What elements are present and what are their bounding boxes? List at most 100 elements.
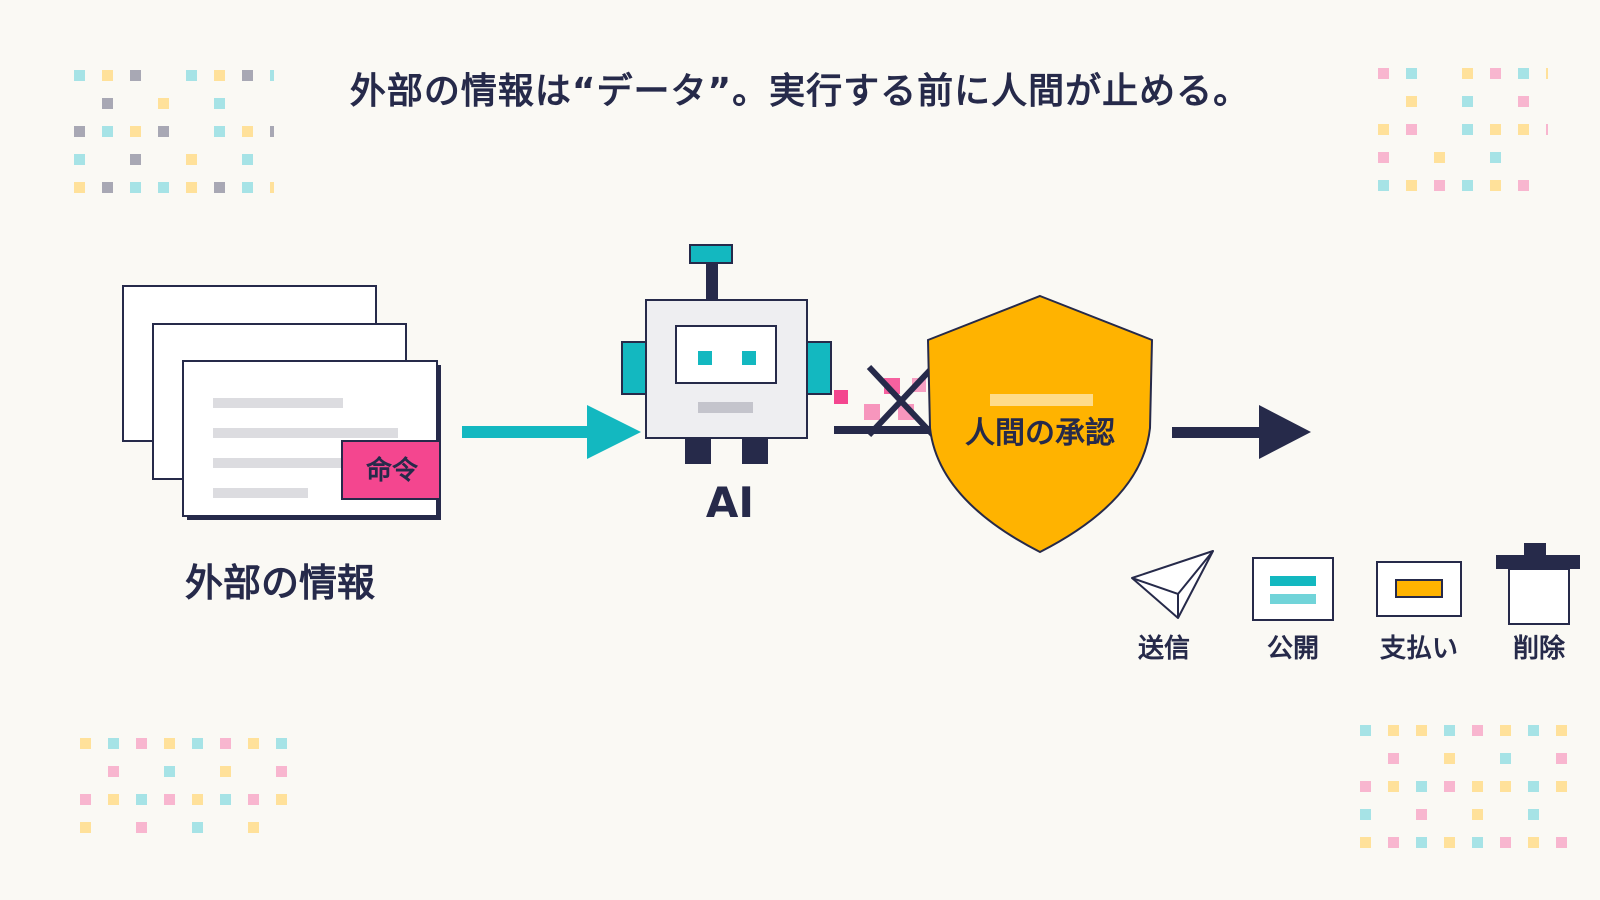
decorative-dot bbox=[1462, 124, 1473, 135]
decorative-dot bbox=[102, 98, 113, 109]
decorative-dot bbox=[1556, 781, 1567, 792]
decorative-dot bbox=[1500, 725, 1511, 736]
external-info-label: 外部の情報 bbox=[184, 561, 375, 605]
decorative-dot bbox=[1444, 837, 1455, 848]
command-tag bbox=[341, 440, 441, 500]
decorative-dot bbox=[102, 70, 113, 81]
decorative-dot bbox=[1528, 725, 1539, 736]
decorative-dot bbox=[242, 126, 253, 137]
decorative-dot bbox=[80, 822, 91, 833]
decorative-dot bbox=[1556, 753, 1567, 764]
decorative-dot bbox=[1444, 781, 1455, 792]
decorative-dots-top-right bbox=[1378, 68, 1548, 191]
decorative-dot bbox=[1406, 124, 1417, 135]
decorative-dot bbox=[1500, 753, 1511, 764]
decorative-dot bbox=[270, 182, 274, 193]
decorative-dot bbox=[1518, 68, 1529, 79]
decorative-dot bbox=[164, 794, 175, 805]
decorative-dot bbox=[186, 70, 197, 81]
blocked-path-icon bbox=[834, 364, 936, 438]
decorative-dot bbox=[158, 98, 169, 109]
decorative-dots-top-left bbox=[74, 70, 274, 193]
decorative-dot bbox=[186, 182, 197, 193]
decorative-dot bbox=[220, 766, 231, 777]
decorative-dot bbox=[1416, 837, 1427, 848]
document-publish-icon bbox=[1252, 557, 1334, 621]
arrow-to-ai-icon bbox=[462, 405, 641, 459]
decorative-dot bbox=[1406, 96, 1417, 107]
ai-label: AI bbox=[705, 478, 755, 527]
decorative-dot bbox=[158, 126, 169, 137]
decorative-dot bbox=[74, 70, 85, 81]
decorative-dot bbox=[136, 738, 147, 749]
action-payment-label: 支払い bbox=[1379, 634, 1458, 664]
human-approval-label: 人間の承認 bbox=[965, 416, 1115, 451]
decorative-dot bbox=[80, 794, 91, 805]
decorative-dot bbox=[1528, 809, 1539, 820]
arrow-to-actions-icon bbox=[1172, 405, 1311, 459]
decorative-dot bbox=[130, 182, 141, 193]
decorative-dot bbox=[102, 126, 113, 137]
decorative-dot bbox=[1378, 180, 1389, 191]
decorative-dot bbox=[1416, 809, 1427, 820]
decorative-dot bbox=[270, 70, 274, 81]
decorative-dot bbox=[1500, 837, 1511, 848]
decorative-dot bbox=[242, 154, 253, 165]
decorative-dot bbox=[1388, 837, 1399, 848]
decorative-dot bbox=[1546, 124, 1548, 135]
page-title: 外部の情報は“データ”。実行する前に人間が止める。 bbox=[349, 71, 1251, 112]
decorative-dot bbox=[108, 794, 119, 805]
decorative-dot bbox=[136, 822, 147, 833]
payment-card-icon bbox=[1376, 561, 1462, 617]
decorative-dots-bottom-left bbox=[80, 738, 287, 833]
decorative-dot bbox=[1388, 781, 1399, 792]
decorative-dot bbox=[1462, 180, 1473, 191]
decorative-dot bbox=[80, 738, 91, 749]
decorative-dot bbox=[1462, 68, 1473, 79]
decorative-dot bbox=[192, 822, 203, 833]
decorative-dot bbox=[214, 70, 225, 81]
decorative-dot bbox=[242, 70, 253, 81]
decorative-dot bbox=[1378, 68, 1389, 79]
action-send-label: 送信 bbox=[1137, 634, 1190, 664]
decorative-dot bbox=[192, 794, 203, 805]
decorative-dot bbox=[1360, 809, 1371, 820]
decorative-dot bbox=[186, 154, 197, 165]
decorative-dot bbox=[1528, 781, 1539, 792]
robot-icon bbox=[621, 244, 832, 464]
decorative-dot bbox=[1378, 152, 1389, 163]
decorative-dot bbox=[214, 126, 225, 137]
decorative-dot bbox=[1406, 68, 1417, 79]
action-delete-label: 削除 bbox=[1512, 634, 1565, 664]
decorative-dot bbox=[1360, 781, 1371, 792]
decorative-dot bbox=[130, 126, 141, 137]
decorative-dot bbox=[214, 98, 225, 109]
decorative-dot bbox=[1518, 124, 1529, 135]
decorative-dot bbox=[130, 154, 141, 165]
command-tag-label: 命令 bbox=[365, 456, 418, 486]
decorative-dot bbox=[1500, 781, 1511, 792]
decorative-dot bbox=[1518, 96, 1529, 107]
decorative-dot bbox=[192, 738, 203, 749]
decorative-dot bbox=[1490, 124, 1501, 135]
decorative-dot bbox=[74, 182, 85, 193]
decorative-dot bbox=[1416, 725, 1427, 736]
decorative-dot bbox=[1546, 68, 1548, 79]
paper-plane-icon bbox=[1131, 550, 1214, 619]
trash-icon bbox=[1496, 543, 1580, 625]
decorative-dot bbox=[270, 126, 274, 137]
decorative-dot bbox=[108, 738, 119, 749]
decorative-dot bbox=[1462, 96, 1473, 107]
decorative-dot bbox=[1490, 152, 1501, 163]
decorative-dot bbox=[1472, 837, 1483, 848]
decorative-dot bbox=[276, 794, 287, 805]
decorative-dot bbox=[1490, 68, 1501, 79]
decorative-dot bbox=[164, 766, 175, 777]
decorative-dot bbox=[220, 738, 231, 749]
decorative-dot bbox=[248, 822, 259, 833]
decorative-dot bbox=[1434, 180, 1445, 191]
shield-icon bbox=[926, 294, 1154, 554]
decorative-dot bbox=[1444, 753, 1455, 764]
decorative-dot bbox=[1444, 725, 1455, 736]
